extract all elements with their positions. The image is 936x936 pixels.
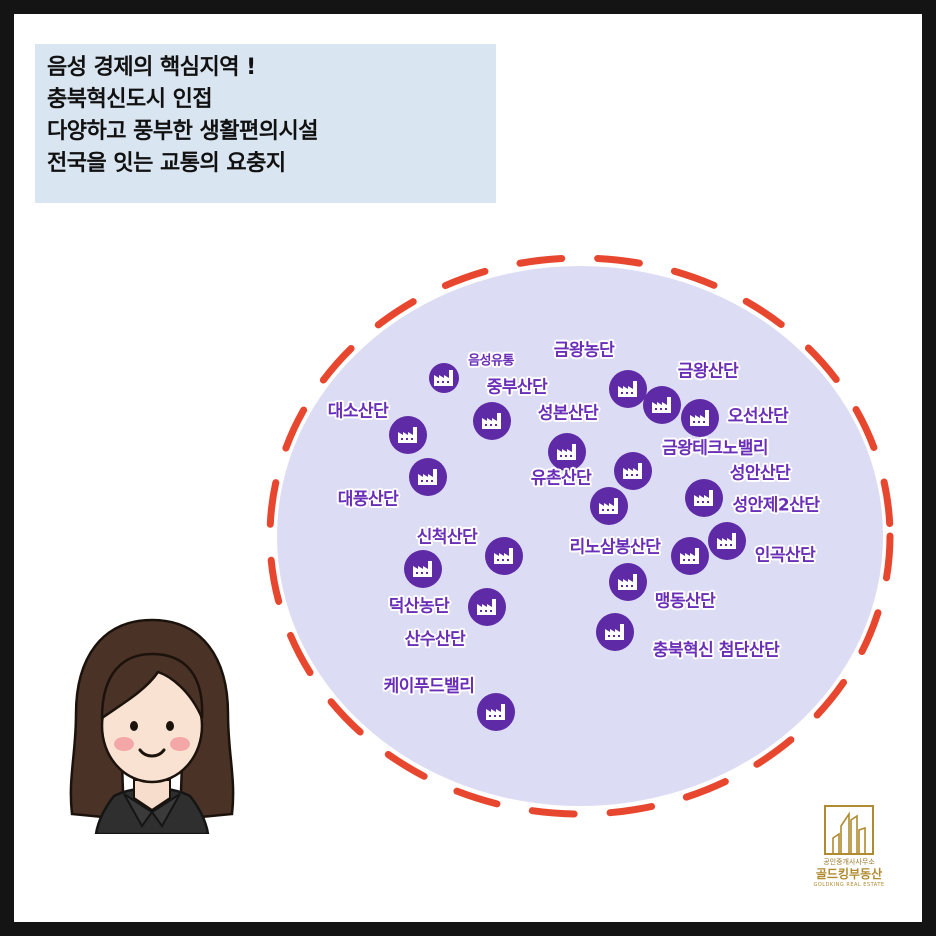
label-daepung-sandan: 대풍산단 [337, 489, 399, 510]
info-line-2: 충북혁신도시 인접 [47, 87, 213, 112]
info-line-4: 전국을 잇는 교통의 요충지 [47, 151, 286, 176]
info-line-1: 음성 경제의 핵심지역 ! [47, 55, 256, 80]
logo-title: 골드킹부동산 [815, 867, 883, 881]
factory-icon [590, 487, 628, 525]
avatar-illustration [69, 618, 235, 834]
map-area [266, 254, 894, 818]
industrial-complex-pins: 음성유통 금왕농단 금왕산단 중부산단 대소산단 성본산단 오선산단 금왕테크노… [14, 14, 922, 922]
label-seongan-sandan: 성안산단 [729, 463, 791, 484]
building-logo-icon [824, 805, 874, 855]
factory-icon [596, 613, 634, 651]
poster-frame: 음성 경제의 핵심지역 ! 충북혁신도시 인접 다양하고 풍부한 생활편의시설 … [14, 14, 922, 922]
info-box: 음성 경제의 핵심지역 ! 충북혁신도시 인접 다양하고 풍부한 생활편의시설 … [35, 44, 496, 203]
factory-icon [473, 402, 511, 440]
label-chungbuk-cheomdan: 충북혁신 첨단산단 [652, 640, 780, 661]
label-ingok-sandan: 인곡산단 [754, 545, 816, 566]
factory-icon [671, 537, 709, 575]
factory-icon [389, 416, 427, 454]
factory-icon [685, 479, 723, 517]
label-geumwang-techno: 금왕테크노밸리 [662, 438, 768, 459]
logo-subtitle: 공인중개사사무소 [823, 858, 875, 866]
label-geumwang-sandan: 금왕산단 [677, 361, 739, 382]
factory-icon [681, 399, 719, 437]
label-seongan-2-sandan: 성안제2산단 [732, 495, 820, 516]
factory-icon [468, 588, 506, 626]
label-yuchon-sandan: 유촌산단 [530, 468, 592, 489]
label-maengdong-sandan: 맹동산단 [654, 591, 716, 612]
factory-icon [614, 452, 652, 490]
factory-icon [708, 522, 746, 560]
label-seongbon-sandan: 성본산단 [537, 403, 599, 424]
label-oseon-sandan: 오선산단 [727, 406, 789, 427]
label-sansu-sandan: 산수산단 [404, 629, 466, 650]
label-jungbu-sandan: 중부산단 [486, 377, 548, 398]
logo-english: GOLDKING REAL ESTATE [813, 882, 885, 888]
label-reno-sambong-sandan: 리노삼봉산단 [569, 537, 661, 558]
label-daeso-sandan: 대소산단 [327, 401, 389, 422]
dashed-ring [266, 254, 894, 818]
company-logo: 공인중개사사무소 골드킹부동산 GOLDKING REAL ESTATE [804, 804, 894, 904]
factory-icon [409, 458, 447, 496]
label-kfood-valley: 케이푸드밸리 [383, 676, 475, 697]
factory-icon [548, 433, 586, 471]
label-eumseong-yutong: 음성유통 [468, 353, 514, 369]
info-line-3: 다양하고 풍부한 생활편의시설 [47, 119, 318, 144]
factory-icon [609, 370, 647, 408]
factory-icon [429, 363, 459, 393]
factory-icon [485, 537, 523, 575]
factory-icon [404, 550, 442, 588]
label-sincheok-sandan: 신척산단 [416, 527, 478, 548]
label-deoksan-nongdan: 덕산농단 [388, 596, 450, 617]
label-geumwang-nongdan: 금왕농단 [553, 340, 615, 361]
industrial-zone-ellipse [277, 266, 883, 806]
factory-icon [609, 563, 647, 601]
factory-icon [477, 693, 515, 731]
factory-icon [643, 386, 681, 424]
